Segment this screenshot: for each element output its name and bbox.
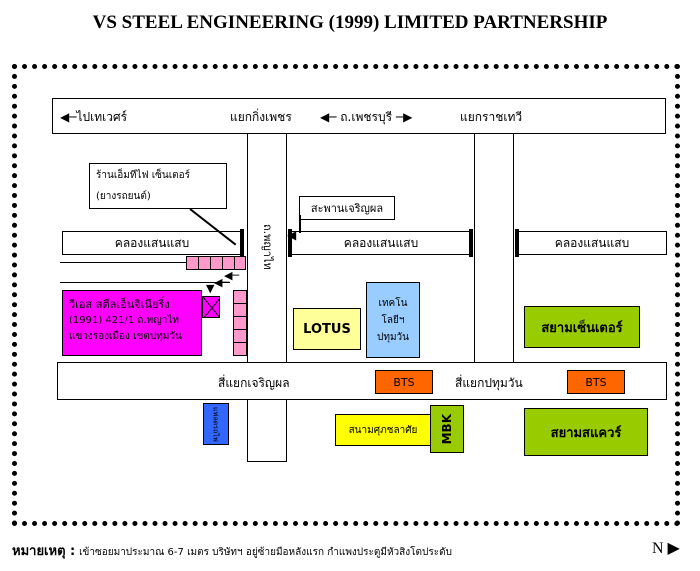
soi-arrow-2-icon: ◀─ xyxy=(214,276,230,289)
note-text: เข้าซอยมาประมาณ 6-7 เมตร บริษัทฯ อยู่ซ้า… xyxy=(79,547,452,558)
lane-line-top xyxy=(60,262,186,263)
bts-station-national-stadium[interactable]: BTS xyxy=(375,370,433,394)
canal-left: คลองแสนแสบ xyxy=(62,231,242,255)
king-phet-intersection-label: แยกกิ่งเพชร xyxy=(230,110,292,124)
pink-lane-vertical xyxy=(233,290,247,356)
shop-label-box: ร้านเอ็มทีไฟ เซ็นเตอร์ (ยางรถยนต์) xyxy=(89,163,227,209)
charoen-phon-intersection-label: สี่แยกเจริญผล xyxy=(218,376,290,390)
phaya-thai-road xyxy=(247,134,287,462)
shop-type: (ยางรถยนต์) xyxy=(96,191,151,202)
canal-left-end xyxy=(240,229,244,257)
canal-middle: คลองแสนแสบ xyxy=(290,231,472,255)
company-marker xyxy=(202,296,220,318)
mbk-building[interactable]: MBK xyxy=(430,405,464,453)
siam-center-building[interactable]: สยามเซ็นเตอร์ xyxy=(524,306,640,348)
map-frame xyxy=(12,64,680,526)
tech-pathumwan-building[interactable]: เทคโน โลยีฯ ปทุมวัน xyxy=(366,282,420,358)
ratchathewi-intersection-label: แยกราชเทวี xyxy=(460,110,523,124)
rama-1-road xyxy=(57,362,667,400)
canal-middle-start xyxy=(288,229,292,257)
note: หมายเหตุ : เข้าซอยมาประมาณ 6-7 เมตร บริษ… xyxy=(12,540,452,561)
cross-mark-icon xyxy=(203,297,219,317)
lane-line-bottom xyxy=(60,282,230,283)
company-building[interactable]: วีเอส สตีลเอ็นจิเนียริ่ง (1991) 421/1 ถ.… xyxy=(62,290,202,356)
arrow-left-icon: ◀─ xyxy=(60,110,77,124)
shop-name: ร้านเอ็มทีไฟ เซ็นเตอร์ xyxy=(96,170,191,181)
note-label: หมายเหตุ : xyxy=(12,544,76,559)
company-name: วีเอส สตีลเอ็นจิเนียริ่ง xyxy=(69,298,170,311)
down-arrow-icon: ▼ xyxy=(206,282,215,295)
phetchaburi-road xyxy=(52,98,666,134)
siam-square-building[interactable]: สยามสแควร์ xyxy=(524,408,648,456)
pink-lane-horizontal xyxy=(186,256,246,270)
blue-building[interactable]: แฟลตรถไฟ xyxy=(203,403,229,445)
bts-station-siam[interactable]: BTS xyxy=(567,370,625,394)
north-indicator: N ▶ xyxy=(652,540,680,557)
bridge-pointer-line xyxy=(299,215,301,233)
lotus-building[interactable]: LOTUS xyxy=(293,308,361,350)
bridge-arrow-icon: ◀ xyxy=(287,228,297,242)
canal-right-start xyxy=(515,229,519,257)
to-thewet-label: ◀─ไปเทเวศร์ xyxy=(60,110,128,124)
soi-arrow-1-icon: ◀─ xyxy=(224,269,240,282)
pathumwan-intersection-label: สี่แยกปทุมวัน xyxy=(455,376,523,390)
canal-right: คลองแสนแสบ xyxy=(517,231,667,255)
company-district: แขวงรองเมือง เขตปทุมวัน xyxy=(69,331,182,342)
canal-middle-end xyxy=(469,229,473,257)
vertical-road-right xyxy=(474,134,514,364)
arrow-right-icon: ─▶ xyxy=(395,110,413,124)
national-stadium[interactable]: สนามศุภชลาศัย xyxy=(335,414,431,446)
phetchaburi-road-label: ◀─ ถ.เพชรบุรี ─▶ xyxy=(320,110,413,124)
page-title: VS STEEL ENGINEERING (1999) LIMITED PART… xyxy=(92,12,608,33)
company-address: (1991) 421/1 ถ.พญาไท xyxy=(69,315,180,326)
bridge-label-box: สะพานเจริญผล xyxy=(299,196,395,220)
phaya-thai-road-label: ถ.พญาไท xyxy=(261,224,274,270)
arrow-left-icon: ◀─ xyxy=(320,110,337,124)
